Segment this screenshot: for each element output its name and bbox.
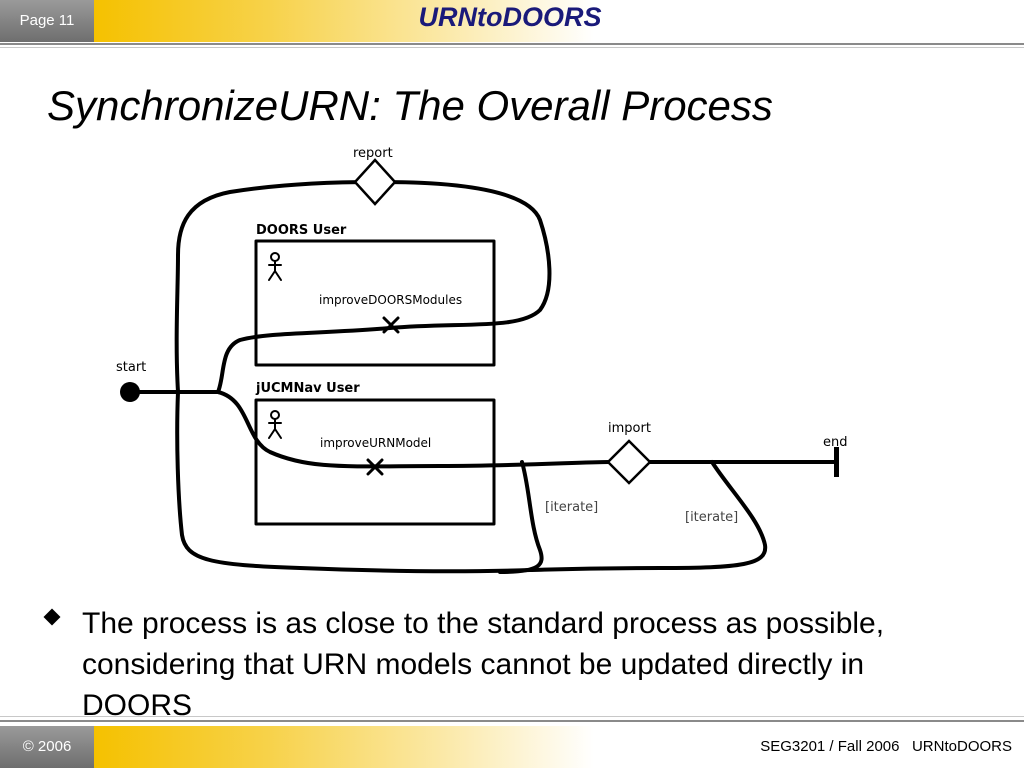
responsibility-improve-urn [366, 458, 384, 476]
doors-user-component [254, 239, 496, 367]
header-bar: Page 11 URNtoDOORS [0, 0, 1024, 44]
report-stub [353, 158, 397, 206]
footer-divider [0, 720, 1024, 722]
path-iterate-2 [528, 460, 768, 572]
diamond-bullet-icon [43, 608, 61, 626]
responsibility-label: improveURNModel [320, 436, 431, 450]
path-iterate-1 [498, 460, 544, 574]
end-label: end [823, 435, 848, 450]
iterate-label: [iterate] [545, 500, 598, 515]
copyright: © 2006 [0, 726, 94, 768]
footer-gradient [94, 726, 594, 768]
start-point [120, 382, 140, 402]
page-number: Page 11 [0, 0, 94, 42]
component-title: DOORS User [256, 223, 347, 238]
responsibility-label: improveDOORSModules [319, 293, 462, 307]
path-urn [216, 390, 611, 469]
bullet-text: The process is as close to the standard … [82, 607, 885, 722]
ucm-diagram: report start import end [iterate] [itera… [116, 146, 848, 574]
header-divider [0, 43, 1024, 45]
import-label: import [608, 421, 651, 436]
header-divider-thin [0, 47, 1024, 48]
header-gradient [94, 0, 594, 42]
start-label: start [116, 360, 146, 375]
path-report [174, 180, 377, 394]
footer-course: SEG3201 / Fall 2006 URNtoDOORS [760, 738, 1012, 755]
header-title: URNtoDOORS [418, 2, 602, 32]
import-stub [606, 439, 652, 485]
jucmnav-user-component [254, 398, 496, 526]
actor-icon [268, 410, 282, 439]
path-doors [216, 179, 552, 394]
slide-title: SynchronizeURN: The Overall Process [47, 82, 773, 129]
footer-divider-thin [0, 716, 1024, 717]
report-label: report [353, 146, 393, 161]
responsibility-improve-doors [382, 316, 400, 334]
path-left-loop [175, 390, 532, 574]
end-bar [834, 447, 839, 477]
component-title: jUCMNav User [255, 381, 360, 396]
iterate-label: [iterate] [685, 510, 738, 525]
actor-icon [268, 252, 282, 281]
